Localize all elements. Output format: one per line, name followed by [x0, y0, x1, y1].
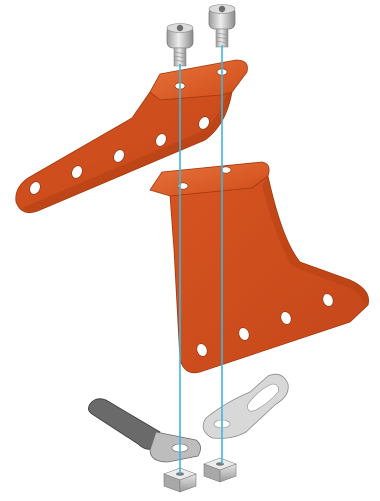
- square-nut-right: [204, 458, 236, 482]
- screw-left: [167, 24, 193, 67]
- bent-washer: [88, 399, 200, 462]
- slotted-washer: [203, 374, 288, 438]
- angle-bracket: [150, 162, 369, 373]
- screw-right: [209, 5, 235, 48]
